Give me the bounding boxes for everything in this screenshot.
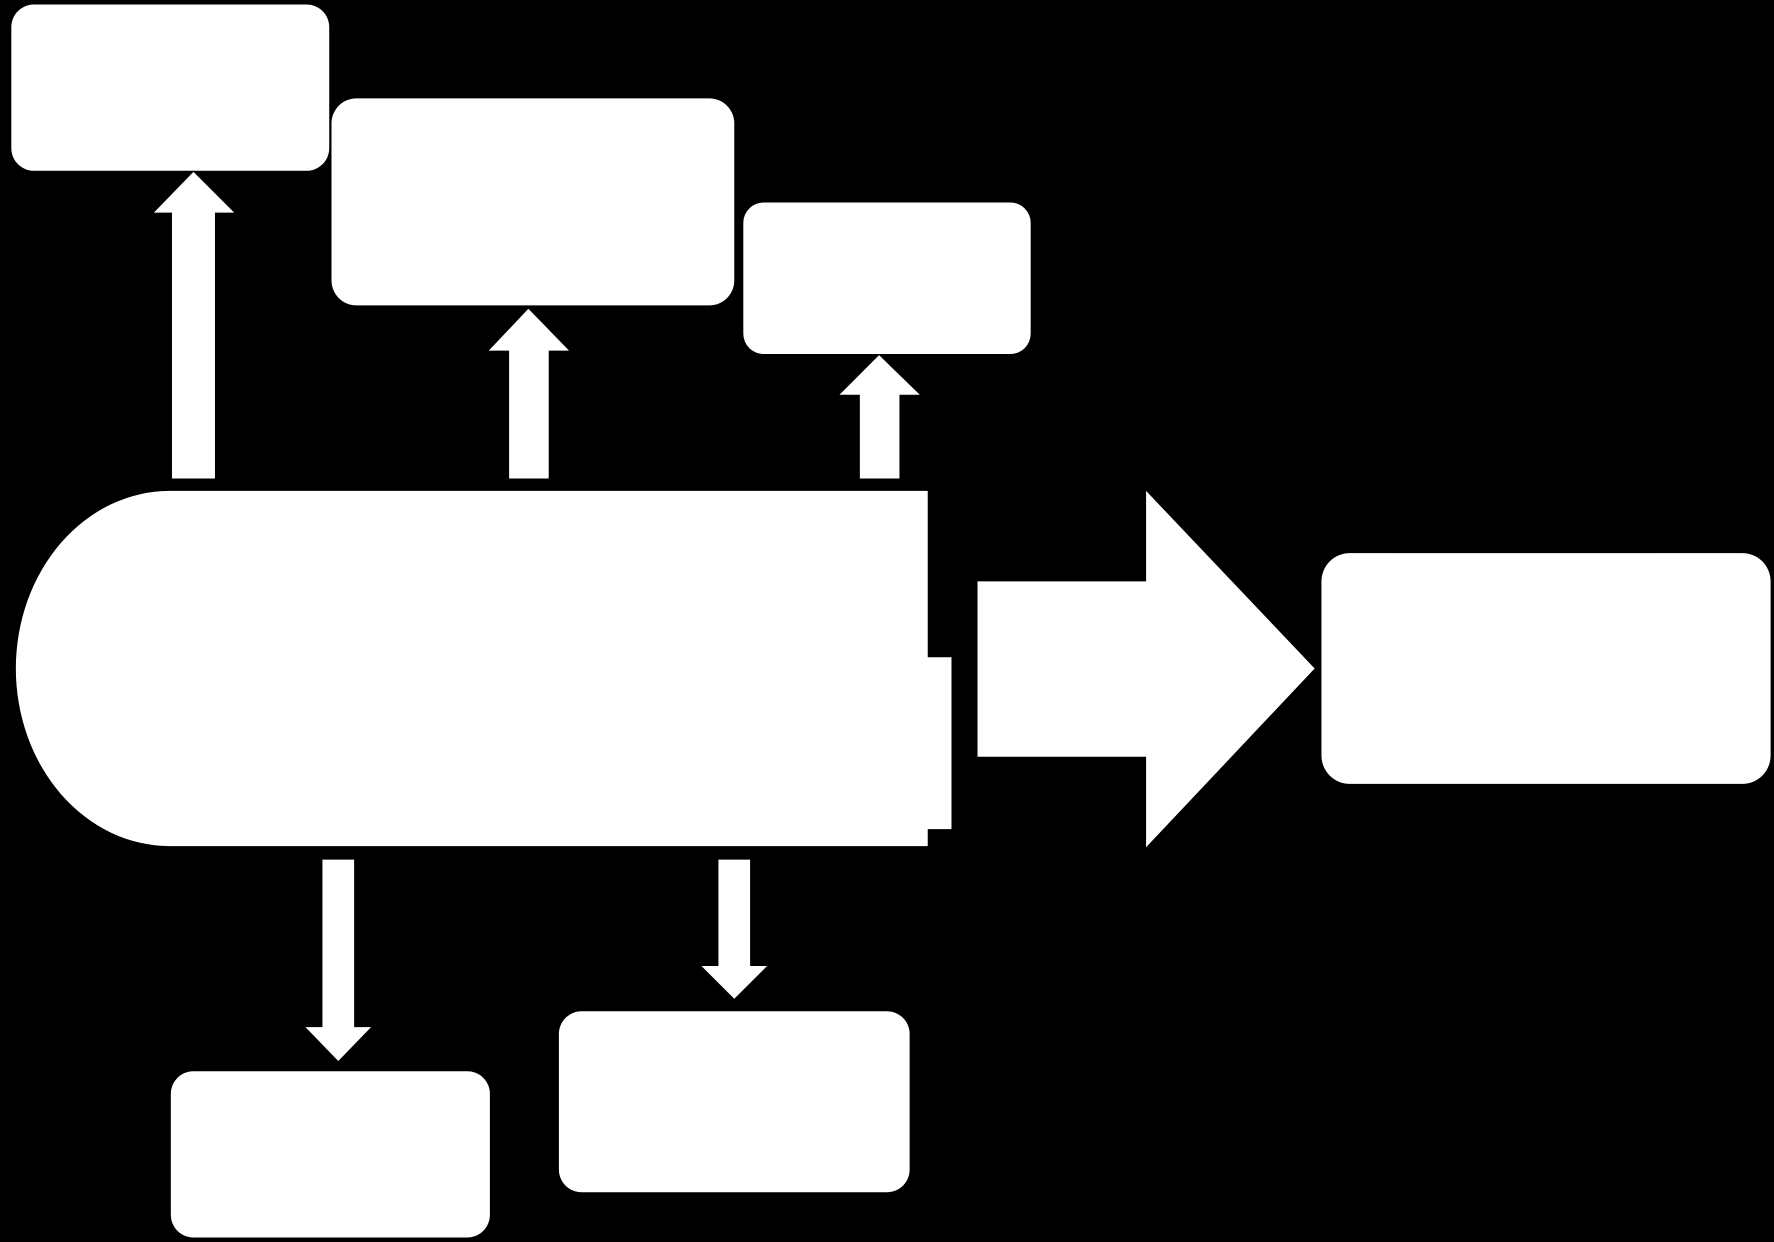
arrow-up-to-top-left-node <box>153 171 235 479</box>
top-left-node <box>11 4 330 171</box>
top-right-node <box>743 202 1031 355</box>
arrow-up-to-top-middle-node <box>488 308 570 479</box>
output-node <box>1321 553 1771 784</box>
output-node-box <box>1321 553 1771 784</box>
arrow-down-to-bottom-middle-node <box>701 859 768 999</box>
top-middle-node <box>331 98 735 306</box>
arrow-down-to-bottom-left-node <box>305 859 372 1062</box>
top-middle-node-box <box>331 98 735 306</box>
top-right-node-box <box>743 202 1031 355</box>
bottom-left-node <box>170 1071 490 1238</box>
bottom-middle-node-box <box>558 1011 910 1193</box>
top-left-node-box <box>11 4 330 171</box>
central-node-shape <box>15 490 952 847</box>
arrow-up-to-top-right-node <box>839 355 920 479</box>
arrow-right-to-output-node <box>977 490 1315 848</box>
bottom-middle-node <box>558 1011 910 1193</box>
bottom-left-node-box <box>170 1071 490 1238</box>
central-node <box>15 490 952 847</box>
